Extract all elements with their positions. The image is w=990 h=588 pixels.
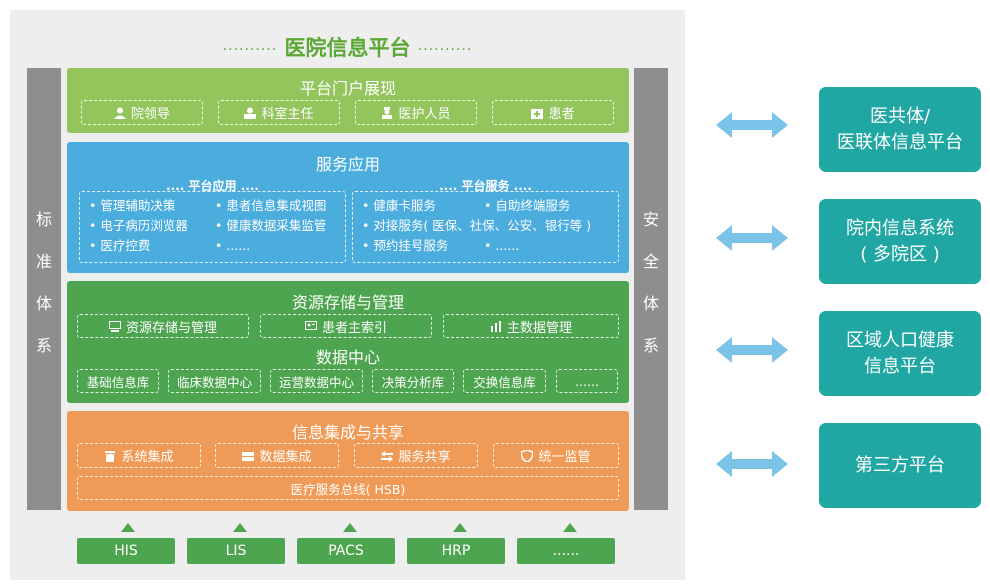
- up-arrow-icon: [121, 523, 135, 532]
- up-arrow-icon: [343, 523, 357, 532]
- portal-item-medical-staff: 医护人员: [355, 100, 477, 125]
- dc-item: 基础信息库: [77, 369, 159, 393]
- up-arrow-icon: [233, 523, 247, 532]
- id-card-icon: [304, 320, 317, 332]
- sidebar-char: 准: [35, 252, 52, 271]
- external-third-party: 第三方平台: [819, 423, 981, 508]
- sidebar-char: 标: [35, 210, 52, 229]
- portal-item-patients: 患者: [492, 100, 614, 125]
- dc-item: ......: [556, 369, 618, 393]
- resource-layer: 资源存储与管理 资源存储与管理 患者主索引 主数据管理 数据中心 基础信息库 临…: [67, 281, 629, 403]
- integration-item-service: 服务共享: [354, 443, 478, 468]
- dc-item: 决策分析库: [372, 369, 454, 393]
- up-arrow-icon: [563, 523, 577, 532]
- portal-layer: 平台门户展现 院领导 科室主任 医护人员 患者: [67, 68, 629, 133]
- architecture-panel: .......... 医院信息平台 .......... 标 准 体 系 安 全…: [10, 10, 685, 580]
- portal-title: 平台门户展现: [299, 79, 396, 98]
- system-more: ......: [517, 538, 615, 564]
- resource-item-patient-index: 患者主索引: [260, 314, 432, 338]
- list-item: • 自助终端服务: [484, 198, 571, 213]
- platform-app-title: .... 平台应用 ....: [166, 179, 259, 193]
- list-item: • ......: [215, 238, 251, 253]
- sidebar-char: 全: [642, 252, 659, 271]
- diagram-title: .......... 医院信息平台 ..........: [10, 32, 685, 62]
- nurse-icon: [381, 106, 393, 119]
- sidebar-char: 安: [642, 210, 659, 229]
- exchange-icon: [381, 450, 394, 462]
- sidebar-char: 体: [35, 294, 52, 313]
- sidebar-char: 系: [35, 336, 52, 355]
- list-item: • 健康数据采集监管: [215, 218, 327, 233]
- portal-item-leaders: 院领导: [81, 100, 203, 125]
- resource-title: 资源存储与管理: [291, 293, 404, 312]
- list-item: • 健康卡服务: [362, 198, 436, 213]
- sidebar-char: 系: [642, 336, 659, 355]
- title-dots-left: ..........: [222, 38, 278, 54]
- integration-item-data: 数据集成: [215, 443, 339, 468]
- people-icon: [244, 107, 257, 119]
- trash-icon: [104, 450, 116, 462]
- list-item: • 医疗控费: [89, 238, 151, 253]
- double-arrow-icon: [716, 112, 788, 138]
- database-icon: [242, 450, 255, 462]
- dc-item: 运营数据中心: [270, 369, 363, 393]
- dc-item: 交换信息库: [463, 369, 546, 393]
- hsb-bus: 医疗服务总线( HSB): [77, 476, 619, 500]
- system-hrp: HRP: [407, 538, 505, 564]
- integration-item-system: 系统集成: [77, 443, 201, 468]
- person-icon: [113, 107, 126, 119]
- patient-icon: [531, 107, 544, 119]
- system-his: HIS: [77, 538, 175, 564]
- platform-service-title: .... 平台服务 ....: [439, 179, 532, 193]
- shield-icon: [521, 449, 534, 462]
- integration-layer: 信息集成与共享 系统集成 数据集成 服务共享 统一监管 医疗服务总线( HSB): [67, 411, 629, 511]
- list-item: • 预约挂号服务: [362, 238, 449, 253]
- title-text: 医院信息平台: [284, 36, 411, 60]
- list-item: • 管理辅助决策: [89, 198, 176, 213]
- resource-item-master-data: 主数据管理: [443, 314, 619, 338]
- system-pacs: PACS: [297, 538, 395, 564]
- list-item: • 对接服务( 医保、社保、公安、银行等 ): [362, 218, 592, 233]
- bar-chart-icon: [490, 320, 502, 332]
- dc-item: 临床数据中心: [168, 369, 261, 393]
- service-title: 服务应用: [315, 155, 380, 174]
- sidebar-char: 体: [642, 294, 659, 313]
- double-arrow-icon: [716, 225, 788, 251]
- portal-item-dept-head: 科室主任: [218, 100, 340, 125]
- list-item: • 患者信息集成视图: [215, 198, 327, 213]
- standards-system-bar: 标 准 体 系: [27, 68, 61, 510]
- integration-title: 信息集成与共享: [291, 423, 404, 442]
- external-internal-systems: 院内信息系统 ( 多院区 ): [819, 199, 981, 284]
- platform-app-box: [79, 191, 346, 263]
- up-arrow-icon: [453, 523, 467, 532]
- monitor-icon: [108, 320, 121, 332]
- data-center-title: 数据中心: [315, 348, 380, 367]
- security-system-bar: 安 全 体 系: [634, 68, 668, 510]
- integration-item-supervision: 统一监管: [493, 443, 619, 468]
- list-item: • ......: [484, 238, 520, 253]
- title-dots-right: ..........: [417, 38, 473, 54]
- double-arrow-icon: [716, 451, 788, 477]
- service-layer: 服务应用 .... 平台应用 .... .... 平台服务 .... • 管理辅…: [67, 142, 629, 273]
- platform-service-box: [352, 191, 619, 263]
- external-medical-alliance: 医共体/ 医联体信息平台: [819, 87, 981, 172]
- resource-item-storage: 资源存储与管理: [77, 314, 249, 338]
- system-lis: LIS: [187, 538, 285, 564]
- double-arrow-icon: [716, 337, 788, 363]
- external-regional-health: 区域人口健康 信息平台: [819, 311, 981, 396]
- list-item: • 电子病历浏览器: [89, 218, 188, 233]
